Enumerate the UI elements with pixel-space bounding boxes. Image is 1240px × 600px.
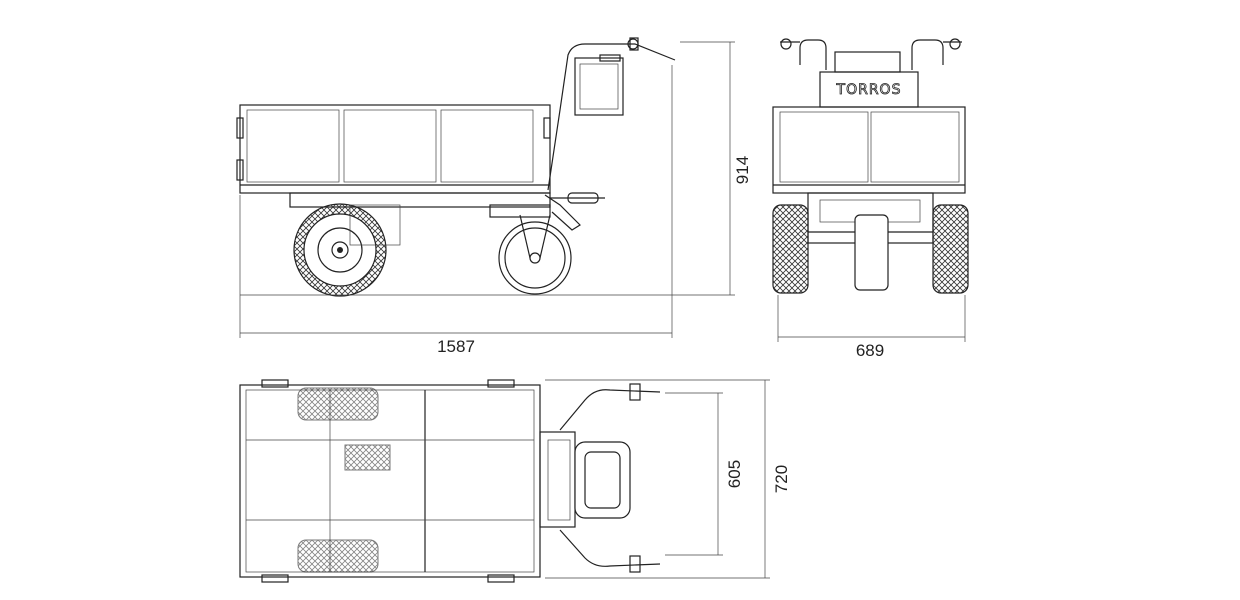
cargo-bed-front: [772, 106, 966, 194]
handles-front: [780, 38, 962, 70]
dimension-overall-width: 720: [545, 379, 791, 579]
axle-front: [807, 192, 934, 291]
right-wheel-front: [932, 204, 969, 294]
rear-wheel-side: [293, 203, 387, 297]
motor-top: [539, 431, 631, 528]
dimension-handle-width: 605: [665, 392, 744, 556]
width-label: 689: [856, 341, 884, 360]
motor-tower-front: TORROS: [819, 51, 919, 108]
dimension-length: 1587: [239, 65, 673, 356]
dimension-height: 914: [680, 41, 752, 295]
gearbox-side: [349, 204, 401, 246]
front-view: TORROS 689: [772, 38, 969, 360]
handle-side: [547, 37, 676, 191]
length-label: 1587: [437, 337, 475, 356]
front-caster-side: [498, 214, 572, 295]
top-view: 605 720: [239, 379, 791, 583]
side-view: 914 1587: [236, 37, 752, 356]
dimension-width: 689: [777, 295, 966, 360]
battery-box-side: [574, 54, 624, 116]
chassis-frame-side: [289, 192, 605, 231]
cargo-bed-top: [239, 379, 541, 583]
cargo-bed-side: [236, 104, 551, 194]
handle-top: [559, 383, 661, 573]
overall-width-label: 720: [772, 465, 791, 493]
handle-width-label: 605: [725, 460, 744, 488]
height-label: 914: [733, 156, 752, 184]
left-wheel-front: [772, 204, 809, 294]
brand-logo: TORROS: [836, 82, 902, 98]
wheels-top: [297, 387, 391, 573]
